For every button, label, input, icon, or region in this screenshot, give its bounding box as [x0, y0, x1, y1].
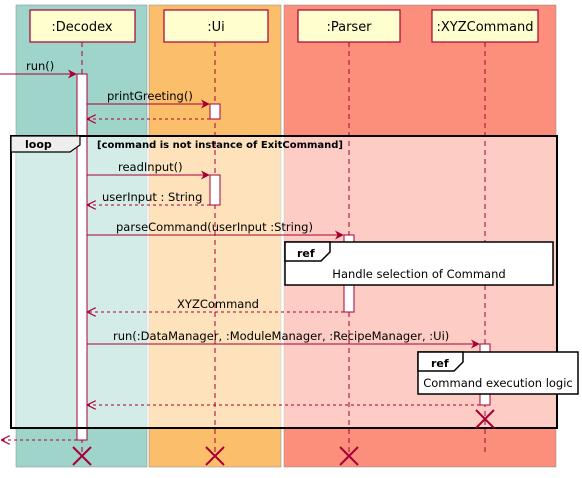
participant-parser-label: :Parser — [326, 20, 372, 35]
ref-handle-selection: ref Handle selection of Command — [284, 241, 554, 286]
message-run-command-label: run(:DataManager, :ModuleManager, :Recip… — [113, 329, 449, 343]
ref-command-execution: ref Command execution logic — [417, 351, 579, 395]
participant-xyzcommand: :XYZCommand — [431, 9, 539, 43]
loop-frame: loop [command is not instance of ExitCom… — [10, 135, 558, 429]
message-run-label: run() — [26, 59, 54, 73]
return-xyz-command-label: XYZCommand — [177, 297, 259, 311]
destroy-xyzcommand-icon — [475, 409, 495, 429]
loop-condition: [command is not instance of ExitCommand] — [97, 140, 343, 151]
ref-command-execution-label: ref — [431, 357, 449, 370]
return-user-input-label: userInput : String — [102, 190, 202, 204]
activation-ui-read — [209, 174, 221, 206]
participant-ui-label: :Ui — [207, 20, 225, 35]
message-print-greeting-label: printGreeting() — [107, 89, 193, 103]
participant-parser: :Parser — [297, 9, 401, 43]
activation-decodex — [76, 73, 88, 441]
message-parse-command-label: parseCommand(userInput :String) — [116, 220, 313, 234]
participant-decodex: :Decodex — [29, 9, 136, 43]
message-read-input-label: readInput() — [118, 160, 183, 174]
destroy-decodex-icon — [72, 446, 92, 466]
loop-label: loop — [25, 138, 52, 151]
activation-ui-greeting — [209, 103, 221, 120]
ref-command-execution-text: Command execution logic — [423, 376, 573, 390]
ref-handle-selection-label: ref — [297, 247, 315, 260]
participant-xyzcommand-label: :XYZCommand — [437, 20, 534, 35]
participant-ui: :Ui — [163, 9, 269, 43]
destroy-parser-icon — [339, 446, 359, 466]
participant-decodex-label: :Decodex — [51, 20, 113, 35]
ref-handle-selection-text: Handle selection of Command — [332, 267, 505, 281]
destroy-ui-icon — [205, 446, 225, 466]
